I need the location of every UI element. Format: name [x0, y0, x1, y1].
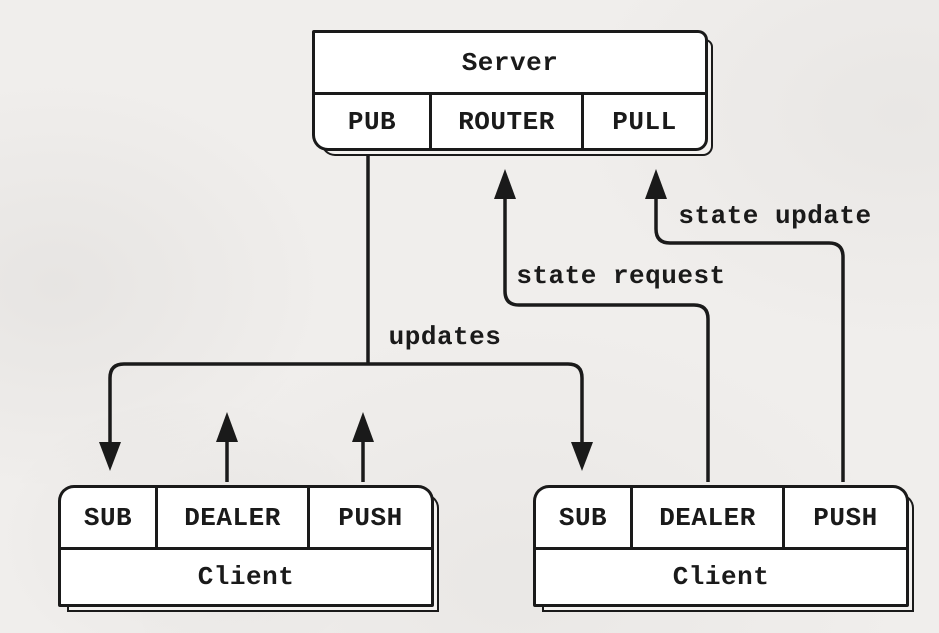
server-title: Server [315, 33, 705, 95]
arrowhead-up-push-stub [352, 412, 374, 442]
edge-label-state-request: state request [516, 261, 726, 291]
arrowhead-up-pull [645, 169, 667, 199]
client-right-sockets: SUB DEALER PUSH [536, 488, 906, 550]
client-right-socket-push: PUSH [813, 502, 878, 533]
server-socket-pub: PUB [315, 95, 432, 148]
edge-label-state-update: state update [678, 201, 872, 231]
edge-push-stub [352, 412, 374, 482]
edge-state-update [645, 169, 845, 482]
edge-state-update-line [654, 196, 845, 482]
client-left-node: SUB DEALER PUSH Client [58, 485, 434, 607]
server-sockets: PUB ROUTER PULL [315, 95, 705, 148]
client-right-node: SUB DEALER PUSH Client [533, 485, 909, 607]
edge-dealer-stub [216, 412, 238, 482]
server-node: Server PUB ROUTER PULL [312, 30, 708, 151]
server-socket-router: ROUTER [432, 95, 584, 148]
arrowhead-up-dealer-stub [216, 412, 238, 442]
arrowhead-up-router [494, 169, 516, 199]
client-left-sockets: SUB DEALER PUSH [61, 488, 431, 550]
arrowhead-down-right-sub [571, 442, 593, 471]
client-right-socket-dealer: DEALER [633, 488, 785, 547]
client-right-socket-sub: SUB [536, 488, 633, 547]
client-left-socket-sub: SUB [61, 488, 158, 547]
edge-state-request-line [503, 196, 710, 482]
edge-label-updates: updates [388, 322, 502, 352]
server-socket-pull: PULL [612, 106, 677, 137]
client-left-socket-push: PUSH [338, 502, 403, 533]
arrowhead-down-left-sub [99, 442, 121, 471]
client-right-title: Client [672, 562, 770, 592]
edge-updates-bus [108, 362, 584, 446]
edge-state-request [494, 169, 710, 482]
client-left-socket-dealer: DEALER [158, 488, 310, 547]
client-left-title: Client [197, 562, 295, 592]
edge-updates [99, 151, 593, 471]
